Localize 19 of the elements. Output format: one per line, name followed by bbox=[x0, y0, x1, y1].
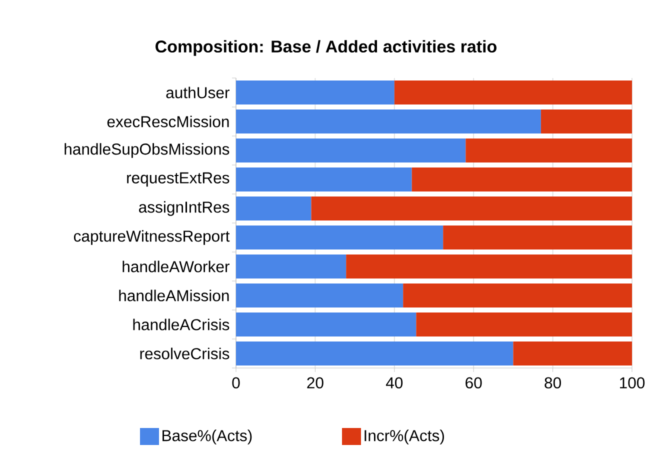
category-label: handleAMission bbox=[119, 290, 229, 302]
tick-label: 100 bbox=[620, 377, 645, 388]
category-label: execRescMission bbox=[107, 116, 229, 128]
legend-label: Base%(Acts) bbox=[162, 430, 252, 444]
category-label: captureWitnessReport bbox=[74, 230, 230, 245]
category-label: handleACrisis bbox=[133, 318, 230, 330]
tick-label: 0 bbox=[232, 377, 240, 388]
tick-label: 60 bbox=[466, 377, 482, 388]
category-label: handleAWorker bbox=[122, 260, 230, 272]
category-label: assignIntRes bbox=[139, 201, 230, 216]
tick-label: 20 bbox=[307, 377, 324, 388]
category-label: handleSupObsMissions bbox=[64, 143, 230, 158]
chart-title: Composition: Base / Added activities ratio bbox=[156, 40, 496, 56]
category-label: authUser bbox=[166, 86, 230, 98]
legend-label: Incr%(Acts) bbox=[364, 430, 444, 444]
category-label: resolveCrisis bbox=[140, 348, 230, 360]
tick-label: 40 bbox=[386, 377, 403, 388]
tick-label: 80 bbox=[544, 377, 561, 388]
category-label: requestExtRes bbox=[127, 172, 230, 187]
